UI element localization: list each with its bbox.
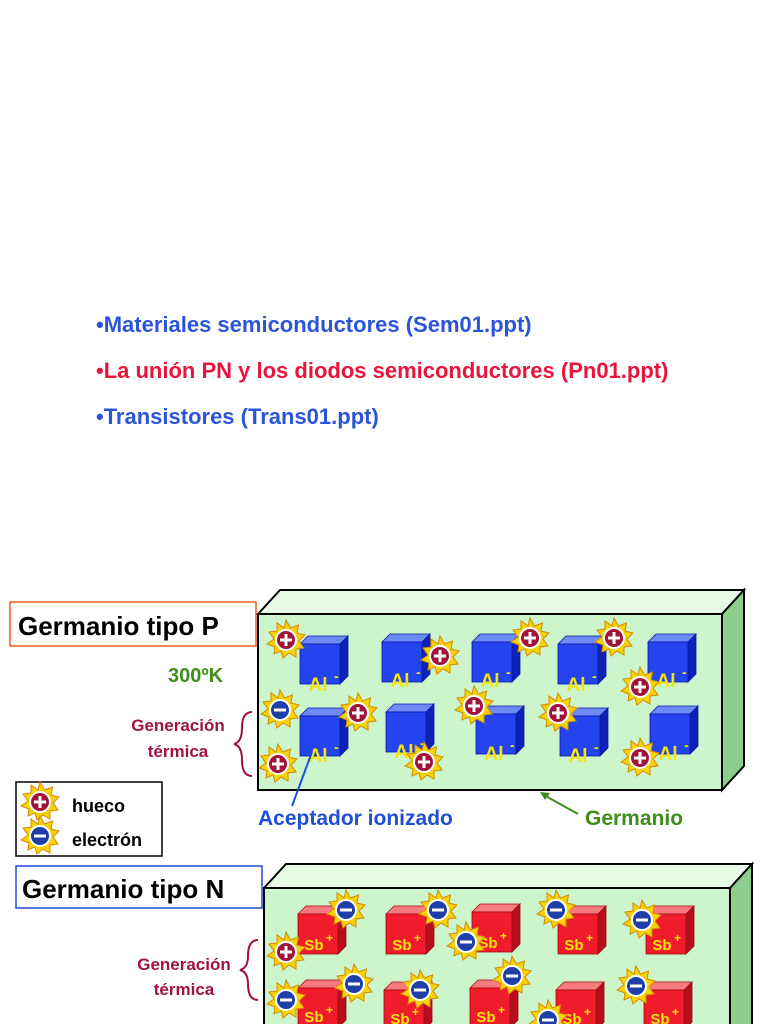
- acceptor-label: Aceptador ionizado: [258, 807, 453, 830]
- donor-cube: Sb+: [297, 905, 347, 955]
- acceptor-pointer: [291, 751, 313, 807]
- svg-text:-: -: [506, 664, 511, 680]
- svg-text:+: +: [500, 929, 507, 943]
- acceptor-cube: Al-: [471, 633, 521, 692]
- svg-text:+: +: [498, 1003, 505, 1017]
- svg-text:-: -: [420, 735, 425, 751]
- donor-cube: Sb+: [645, 905, 695, 955]
- donor-cube: Sb+: [385, 905, 435, 955]
- p-title: Germanio tipo P: [18, 611, 219, 641]
- germanio-pointer: [541, 793, 579, 815]
- svg-text:Sb: Sb: [304, 937, 323, 954]
- legend-electron-label: electrón: [72, 830, 142, 850]
- svg-text:-: -: [682, 664, 687, 680]
- p-generation-brace: [233, 711, 253, 777]
- svg-text:Sb: Sb: [304, 1009, 323, 1024]
- svg-text:+: +: [586, 931, 593, 945]
- svg-text:+: +: [412, 1005, 419, 1019]
- svg-text:Al: Al: [309, 675, 328, 696]
- acceptor-cube: Al-: [647, 633, 697, 692]
- n-generation-label-1: Generación: [137, 955, 231, 974]
- p-generation-label-1: Generación: [131, 716, 225, 735]
- acceptor-cube: Al-: [475, 705, 525, 765]
- svg-text:Al: Al: [659, 744, 678, 765]
- svg-text:-: -: [592, 668, 597, 684]
- svg-text:+: +: [326, 931, 333, 945]
- svg-text:Sb: Sb: [476, 1009, 495, 1024]
- svg-text:Sb: Sb: [650, 1011, 669, 1024]
- svg-text:Al: Al: [485, 744, 504, 765]
- svg-text:Sb: Sb: [390, 1011, 409, 1024]
- svg-text:-: -: [510, 737, 515, 753]
- svg-text:Al: Al: [391, 671, 410, 692]
- donor-cube: Sb+: [383, 981, 433, 1024]
- svg-text:+: +: [672, 1005, 679, 1019]
- svg-text:Al: Al: [309, 746, 328, 767]
- legend: hueco electrón: [15, 782, 163, 857]
- topic-list: •Materiales semiconductores (Sem01.ppt) …: [96, 306, 676, 444]
- topic-link-union-pn[interactable]: •La unión PN y los diodos semiconductore…: [96, 358, 669, 383]
- svg-text:+: +: [414, 931, 421, 945]
- donor-cube: Sb+: [469, 979, 519, 1024]
- acceptor-cube: Al-: [557, 635, 607, 696]
- donor-cube: Sb+: [555, 981, 605, 1024]
- acceptor-cube: Al-: [649, 705, 699, 765]
- temperature-label: 300ºK: [168, 665, 224, 687]
- svg-text:Al: Al: [657, 671, 676, 692]
- svg-text:Al: Al: [395, 742, 414, 763]
- svg-text:-: -: [334, 739, 339, 755]
- svg-text:-: -: [416, 664, 421, 680]
- legend-hole-label: hueco: [72, 796, 125, 816]
- svg-text:Sb: Sb: [392, 937, 411, 954]
- topic-link-transistores[interactable]: •Transistores (Trans01.ppt): [96, 404, 379, 429]
- donor-cube: Sb+: [557, 905, 607, 955]
- acceptor-cube: Al-: [559, 707, 609, 767]
- svg-text:+: +: [674, 931, 681, 945]
- p-generation-label-2: térmica: [148, 742, 209, 761]
- acceptor-cube: Al-: [381, 633, 431, 692]
- germanio-label: Germanio: [585, 807, 683, 830]
- svg-text:+: +: [326, 1003, 333, 1017]
- donor-cube: Sb+: [297, 979, 347, 1024]
- acceptor-cube: Al-: [299, 635, 349, 696]
- svg-text:Sb: Sb: [652, 937, 671, 954]
- topic-link-materiales[interactable]: •Materiales semiconductores (Sem01.ppt): [96, 312, 532, 337]
- acceptor-cube: Al-: [299, 707, 349, 767]
- donor-cube: Sb+: [643, 981, 693, 1024]
- n-generation-label-2: térmica: [154, 980, 215, 999]
- svg-text:-: -: [334, 668, 339, 684]
- n-title: Germanio tipo N: [22, 874, 224, 904]
- svg-text:-: -: [594, 739, 599, 755]
- svg-text:Sb: Sb: [562, 1011, 581, 1024]
- svg-text:-: -: [684, 737, 689, 753]
- svg-text:Al: Al: [569, 746, 588, 767]
- svg-text:Al: Al: [567, 675, 586, 696]
- acceptor-cube: Al-: [385, 703, 435, 763]
- svg-text:Sb: Sb: [564, 937, 583, 954]
- n-title-box: Germanio tipo N: [15, 865, 263, 909]
- p-title-box: Germanio tipo P: [9, 601, 257, 647]
- n-generation-brace: [239, 939, 259, 1001]
- svg-text:Al: Al: [481, 671, 500, 692]
- germanio-arrowhead: [540, 792, 550, 800]
- svg-text:+: +: [584, 1005, 591, 1019]
